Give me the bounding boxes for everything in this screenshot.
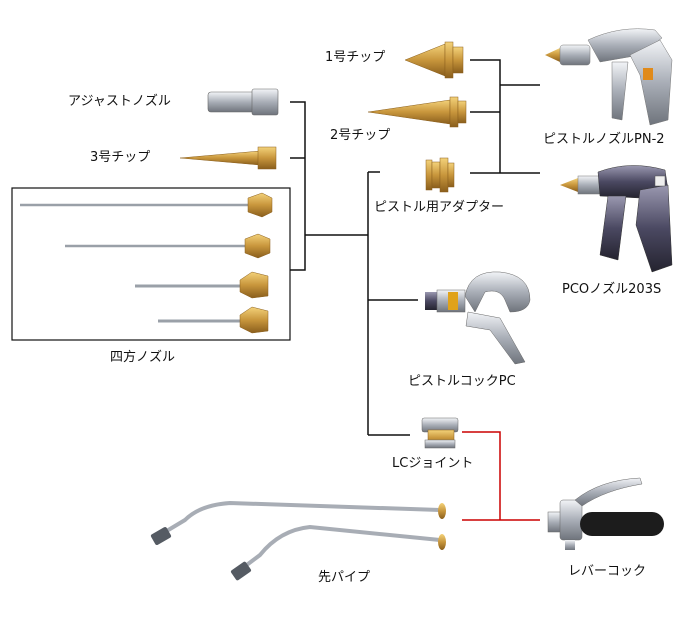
pco-nozzle-label: PCOノズル203S: [562, 282, 662, 297]
tip3-image: [179, 146, 277, 170]
four-way-nozzle-image: [20, 192, 273, 334]
four-way-nozzle-label: 四方ノズル: [110, 350, 176, 365]
pistol-adapter-image: [425, 157, 455, 193]
tip1-image: [404, 41, 464, 79]
tip1-label: 1号チップ: [325, 50, 386, 65]
tip-pipe-label: 先パイプ: [318, 570, 371, 585]
tip3-label: 3号チップ: [90, 150, 151, 165]
lever-cock-label: レバーコック: [568, 564, 647, 579]
lc-joint-label: LCジョイント: [392, 456, 474, 471]
pco-nozzle-image: [560, 165, 673, 273]
pistol-cock-pc-image: [425, 271, 531, 365]
pistol-nozzle-pn2-image: [545, 28, 673, 126]
pistol-cock-pc-label: ピストルコックPC: [408, 374, 516, 389]
adjust-nozzle-image: [207, 88, 279, 116]
tip2-label: 2号チップ: [330, 128, 391, 143]
lc-joint-image: [421, 417, 459, 449]
tip2-image: [367, 96, 467, 128]
pistol-adapter-label: ピストル用アダプター: [374, 200, 505, 215]
lever-cock-image: [547, 477, 664, 550]
adjust-nozzle-label: アジャストノズル: [68, 94, 171, 109]
pistol-nozzle-pn2-label: ピストルノズルPN-2: [543, 132, 665, 147]
tip-pipe-image: [150, 500, 446, 581]
four-way-nozzle-frame: [11, 187, 291, 341]
